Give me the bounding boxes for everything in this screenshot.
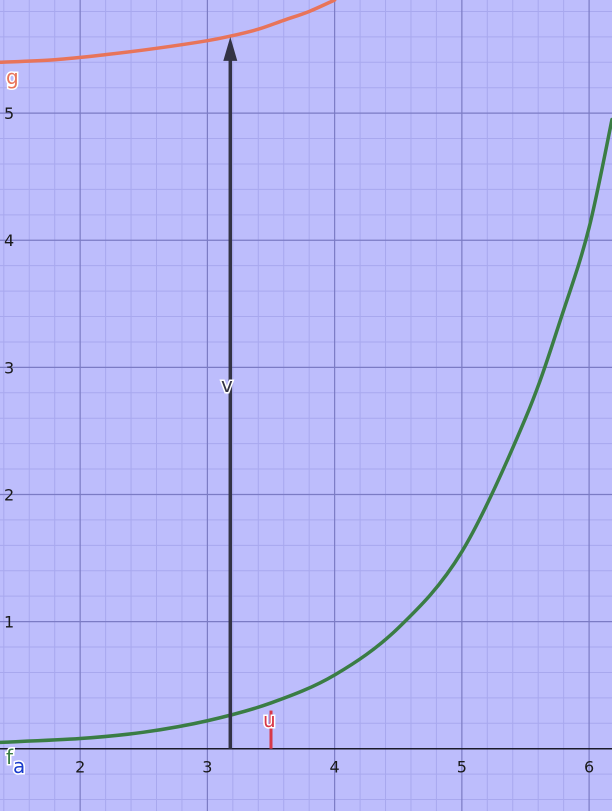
- x-tick-label: 2: [75, 758, 85, 777]
- point-label-a: a: [13, 754, 25, 778]
- curve-f: [0, 117, 612, 745]
- x-tick-label: 4: [330, 758, 340, 777]
- x-tick-label: 5: [457, 758, 467, 777]
- x-tick-label: 6: [584, 758, 594, 777]
- y-tick-label: 3: [4, 358, 14, 377]
- curve-g: [0, 0, 337, 65]
- y-tick-label: 5: [4, 104, 14, 123]
- vector-label-u: u: [263, 708, 276, 732]
- curve-label-g: g: [6, 65, 19, 89]
- curves: [0, 0, 612, 745]
- curve-label-f: f: [6, 745, 14, 769]
- tick-labels: 2 3 4 5 6 1 2 3 4 5: [4, 104, 594, 777]
- y-tick-label: 1: [4, 613, 14, 632]
- vectors: [223, 36, 273, 749]
- y-tick-label: 2: [4, 485, 14, 504]
- y-tick-label: 4: [4, 231, 14, 250]
- x-tick-label: 3: [202, 758, 212, 777]
- vector-v-arrowhead: [223, 36, 238, 61]
- vector-label-v: v: [221, 373, 233, 397]
